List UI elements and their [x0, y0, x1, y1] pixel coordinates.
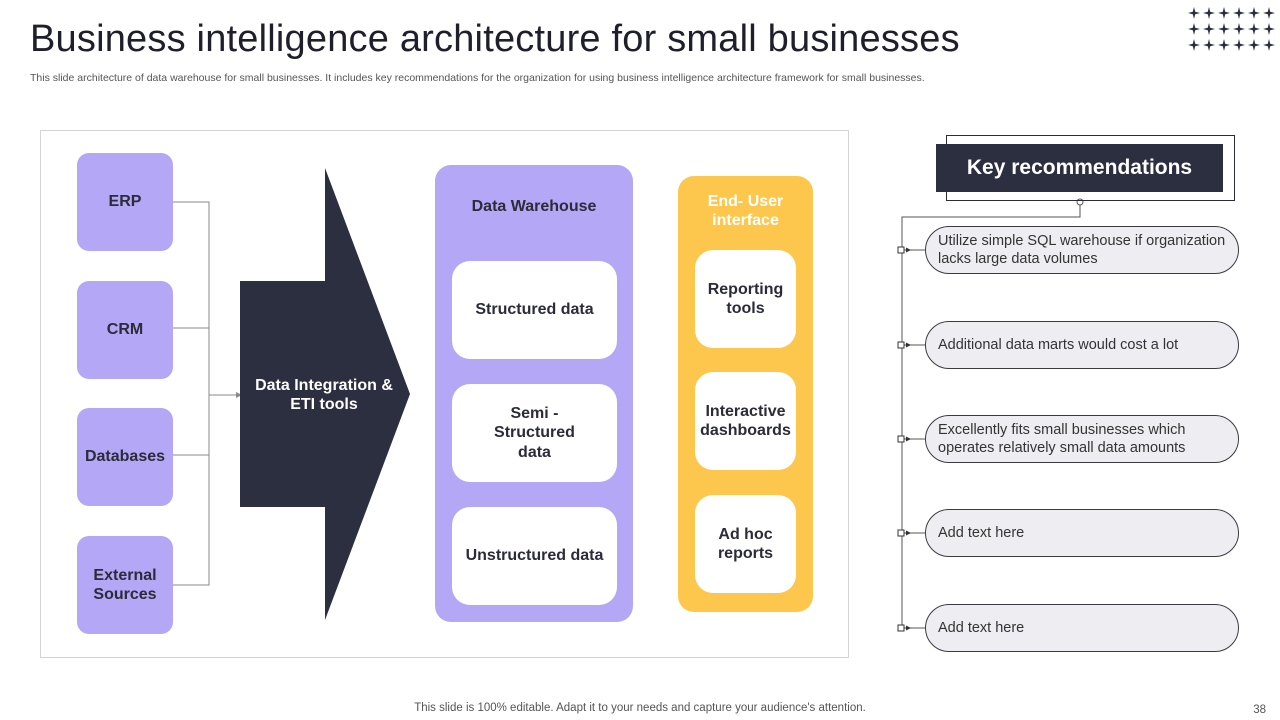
key-recommendations-title: Key recommendations	[936, 144, 1223, 192]
source-crm: CRM	[77, 281, 173, 379]
dw-card-structured: Structured data	[452, 261, 617, 359]
integration-arrow-shape	[240, 168, 410, 620]
architecture-diagram-frame	[40, 130, 849, 658]
ui-card-dashboards: Interactive dashboards	[695, 372, 796, 470]
source-external: External Sources	[77, 536, 173, 634]
slide-subtitle: This slide architecture of data warehous…	[30, 72, 925, 84]
data-warehouse-title: Data Warehouse	[471, 198, 597, 215]
ui-card-adhoc: Ad hoc reports	[695, 495, 796, 593]
source-erp: ERP	[77, 153, 173, 251]
slide-title: Business intelligence architecture for s…	[30, 18, 960, 60]
footer-note: This slide is 100% editable. Adapt it to…	[414, 702, 866, 714]
integration-label: Data Integration & ETI tools	[255, 377, 393, 414]
recommendation-item: Add text here	[925, 509, 1239, 557]
recommendation-item: Utilize simple SQL warehouse if organiza…	[925, 226, 1239, 274]
dw-card-semi-structured: Semi - Structured data	[452, 384, 617, 482]
dw-card-unstructured: Unstructured data	[452, 507, 617, 605]
sparkle-grid-icon	[1188, 7, 1275, 51]
user-interface-title: End- User interface	[707, 193, 784, 230]
recommendation-item: Additional data marts would cost a lot	[925, 321, 1239, 369]
recommendation-item: Excellently fits small businesses which …	[925, 415, 1239, 463]
ui-card-reporting: Reporting tools	[695, 250, 796, 348]
recommendation-item: Add text here	[925, 604, 1239, 652]
page-number: 38	[1253, 704, 1266, 716]
source-databases: Databases	[77, 408, 173, 506]
